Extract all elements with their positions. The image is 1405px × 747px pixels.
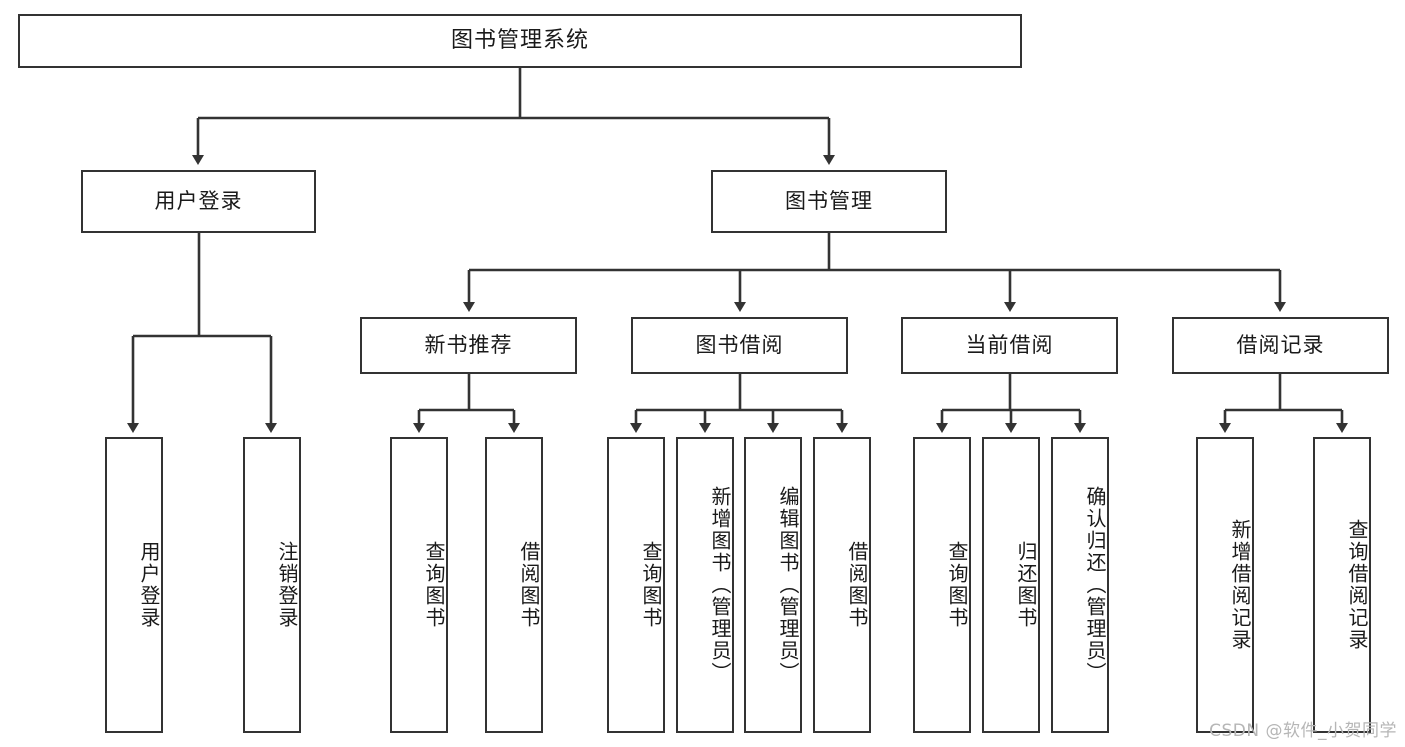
node-new-book-recommend[interactable]: 新书推荐 xyxy=(360,317,577,374)
node-book-borrow-label: 图书借阅 xyxy=(695,332,784,357)
leaf-query-book-2[interactable]: 查询图书 xyxy=(607,437,665,733)
node-root[interactable]: 图书管理系统 xyxy=(18,14,1022,68)
node-book-borrow[interactable]: 图书借阅 xyxy=(631,317,848,374)
node-current-borrow[interactable]: 当前借阅 xyxy=(901,317,1118,374)
node-user-login-label: 用户登录 xyxy=(154,188,243,213)
leaf-add-record[interactable]: 新增借阅记录 xyxy=(1196,437,1254,733)
leaf-edit-book[interactable]: 编辑图书（管理员） xyxy=(744,437,802,733)
node-new-book-recommend-label: 新书推荐 xyxy=(424,332,513,357)
node-book-manage[interactable]: 图书管理 xyxy=(711,170,947,233)
leaf-add-book[interactable]: 新增图书（管理员） xyxy=(676,437,734,733)
leaf-logout-login[interactable]: 注销登录 xyxy=(243,437,301,733)
watermark: CSDN @软件_小贺同学 xyxy=(1209,721,1397,741)
node-borrow-record-label: 借阅记录 xyxy=(1236,332,1325,357)
leaf-query-book-1-label: 查询图书 xyxy=(422,541,446,629)
leaf-query-record-label: 查询借阅记录 xyxy=(1345,519,1369,651)
leaf-query-book-3-label: 查询图书 xyxy=(945,541,969,629)
leaf-edit-book-label: 编辑图书（管理员） xyxy=(776,486,800,684)
leaf-add-book-label: 新增图书（管理员） xyxy=(708,486,732,684)
leaf-confirm-return[interactable]: 确认归还（管理员） xyxy=(1051,437,1109,733)
leaf-borrow-book-2-label: 借阅图书 xyxy=(845,541,869,629)
leaf-query-book-1[interactable]: 查询图书 xyxy=(390,437,448,733)
leaf-user-login[interactable]: 用户登录 xyxy=(105,437,163,733)
leaf-add-record-label: 新增借阅记录 xyxy=(1228,519,1252,651)
leaf-confirm-return-label: 确认归还（管理员） xyxy=(1083,486,1107,684)
leaf-logout-login-label: 注销登录 xyxy=(275,541,299,629)
node-user-login[interactable]: 用户登录 xyxy=(81,170,316,233)
leaf-borrow-book-1-label: 借阅图书 xyxy=(517,541,541,629)
leaf-query-book-2-label: 查询图书 xyxy=(639,541,663,629)
node-root-label: 图书管理系统 xyxy=(450,27,589,53)
node-book-manage-label: 图书管理 xyxy=(785,188,873,213)
leaf-borrow-book-1[interactable]: 借阅图书 xyxy=(485,437,543,733)
leaf-borrow-book-2[interactable]: 借阅图书 xyxy=(813,437,871,733)
node-current-borrow-label: 当前借阅 xyxy=(965,332,1054,357)
leaf-return-book[interactable]: 归还图书 xyxy=(982,437,1040,733)
leaf-user-login-label: 用户登录 xyxy=(137,541,161,629)
leaf-query-record[interactable]: 查询借阅记录 xyxy=(1313,437,1371,733)
leaf-return-book-label: 归还图书 xyxy=(1014,541,1038,629)
node-borrow-record[interactable]: 借阅记录 xyxy=(1172,317,1389,374)
leaf-query-book-3[interactable]: 查询图书 xyxy=(913,437,971,733)
